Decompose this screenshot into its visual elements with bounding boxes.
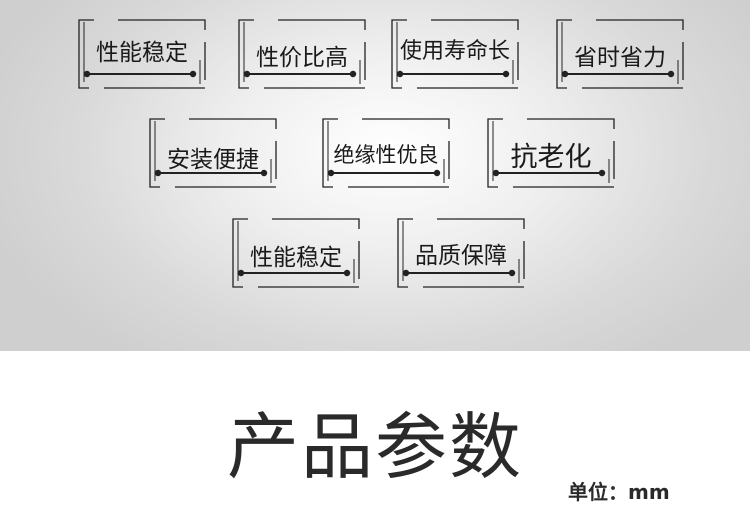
feature-badge: 省时省力: [556, 19, 684, 89]
badge-frame: [238, 19, 366, 89]
feature-badge: 性能稳定: [78, 19, 206, 89]
feature-badge: 性价比高: [238, 19, 366, 89]
badge-frame: [322, 118, 450, 188]
feature-label: 性能稳定: [250, 245, 342, 271]
badge-frame: [232, 218, 360, 288]
feature-label: 性价比高: [256, 45, 348, 71]
feature-badge: 品质保障: [397, 218, 525, 288]
badge-frame: [487, 118, 615, 188]
feature-badge: 抗老化: [487, 118, 615, 188]
feature-badge: 性能稳定: [232, 218, 360, 288]
feature-label: 安装便捷: [167, 147, 259, 173]
badge-frame: [397, 218, 525, 288]
badge-frame: [78, 19, 206, 89]
feature-label: 性能稳定: [96, 40, 188, 66]
badge-frame: [391, 19, 519, 89]
feature-badge: 使用寿命长: [391, 19, 519, 89]
unit-label: 单位：mm: [568, 480, 670, 504]
feature-label: 品质保障: [415, 243, 507, 269]
section-title: 产品参数: [226, 405, 523, 489]
feature-label: 绝缘性优良: [333, 143, 439, 167]
feature-panel: 性能稳定 性价比高 使用寿命长 省时省力: [0, 0, 750, 351]
feature-label: 使用寿命长: [399, 39, 510, 64]
feature-label: 抗老化: [510, 142, 592, 173]
badge-frame: [149, 118, 277, 188]
badge-frame: [556, 19, 684, 89]
feature-label: 省时省力: [574, 45, 666, 71]
feature-badge: 安装便捷: [149, 118, 277, 188]
feature-badge: 绝缘性优良: [322, 118, 450, 188]
